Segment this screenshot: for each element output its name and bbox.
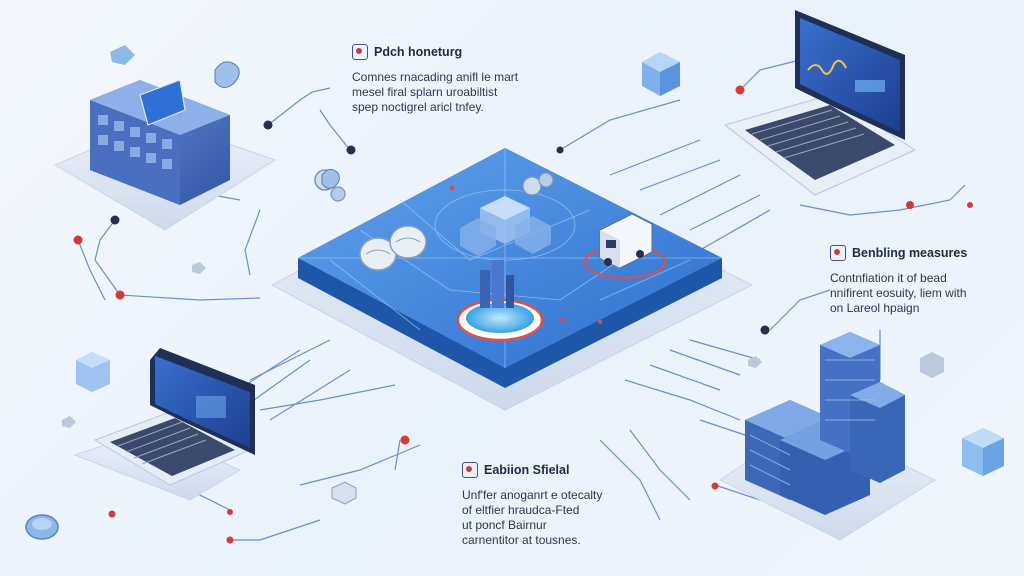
shield-icon [462, 462, 478, 478]
gauge-icon [830, 245, 846, 261]
cube-icon [76, 352, 110, 392]
callout-right-body: Contnfiation it of bead nnifirent eosuit… [830, 271, 967, 315]
callout-bottom: Eabiion Sfielal Unf'fer anoganrt e oteca… [462, 462, 632, 548]
server-building-icon [53, 45, 277, 231]
laptop-icon [73, 348, 255, 501]
connector-lines [77, 59, 966, 541]
cube-icon [642, 52, 680, 96]
small-server-icon [62, 262, 357, 505]
callout-top-header: Pdch honeturg [352, 44, 552, 60]
delivery-truck-icon [584, 213, 666, 279]
callout-top: Pdch honeturg Comnes rnacading anifl le … [352, 44, 552, 115]
data-cubes-icon [460, 196, 551, 256]
connector-nodes [73, 85, 973, 544]
globe-hologram-icon [456, 260, 544, 342]
callout-right-title: Benbling measures [852, 246, 968, 260]
callout-bottom-header: Eabiion Sfielal [462, 462, 632, 478]
callout-right: Benbling measures Contnfiation it of bea… [830, 245, 1000, 316]
gear-coin-icon [25, 514, 59, 540]
chart-icon [352, 44, 368, 60]
callout-bottom-title: Eabiion Sfielal [484, 463, 570, 477]
callout-right-header: Benbling measures [830, 245, 1000, 261]
bird-icon [214, 61, 340, 189]
cube-icon [962, 428, 1004, 476]
cloud-icon [359, 225, 427, 271]
callout-top-body: Comnes rnacading anifl le mart mesel fir… [352, 70, 519, 114]
callout-top-title: Pdch honeturg [374, 45, 463, 59]
data-server-stack-icon [719, 332, 937, 541]
callout-bottom-body: Unf'fer anoganrt e otecalty of eltfier h… [462, 488, 603, 547]
laptop-icon [723, 10, 917, 196]
small-server-icon [748, 352, 944, 378]
